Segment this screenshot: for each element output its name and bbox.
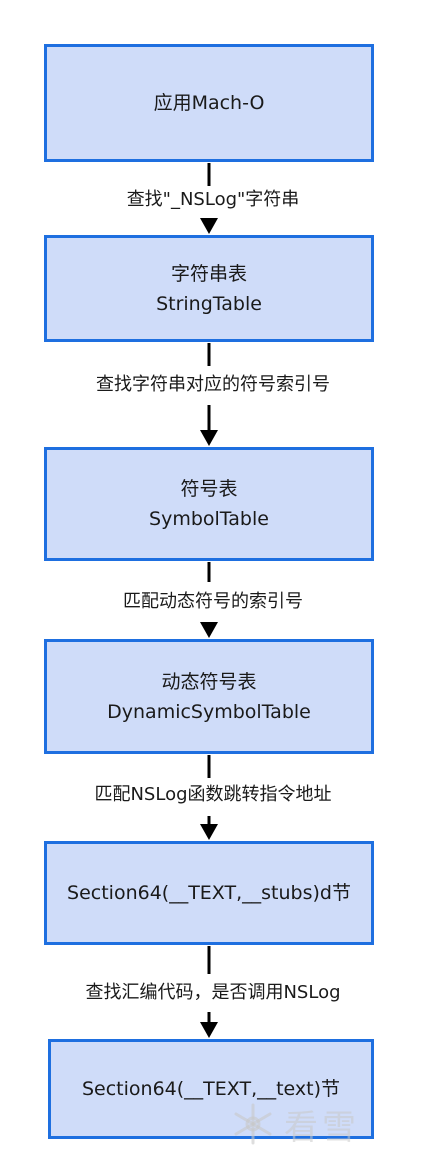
edge-label-3: 匹配动态符号的索引号: [123, 591, 303, 612]
node-label: 应用Mach-O: [153, 92, 265, 114]
edge-label-2: 查找字符串对应的符号索引号: [96, 374, 330, 395]
node-sublabel: SymbolTable: [149, 508, 269, 530]
node-dynamic-symbol-table: 动态符号表 DynamicSymbolTable: [44, 639, 374, 754]
edge-label-1: 查找"_NSLog"字符串: [126, 189, 300, 210]
snowflake-icon: [234, 1103, 272, 1145]
node-section-text: Section64(__TEXT,__text)节: [48, 1039, 374, 1139]
arrow-3: [200, 622, 218, 638]
edge-label-5: 查找汇编代码，是否调用NSLog: [85, 982, 341, 1003]
node-label: 动态符号表: [161, 670, 257, 693]
node-section-stubs: Section64(__TEXT,__stubs)d节: [44, 841, 374, 945]
node-sublabel: DynamicSymbolTable: [107, 700, 311, 723]
edge-label-4: 匹配NSLog函数跳转指令地址: [94, 784, 332, 805]
watermark: 看雪: [230, 1096, 410, 1152]
watermark-text: 看雪: [284, 1107, 360, 1148]
node-app-macho: 应用Mach-O: [44, 44, 374, 162]
node-label: 符号表: [180, 478, 238, 500]
arrow-2: [200, 430, 218, 446]
node-sublabel: StringTable: [156, 292, 262, 315]
node-label: Section64(__TEXT,__stubs)d节: [67, 882, 351, 904]
arrow-4: [200, 824, 218, 840]
node-label: Section64(__TEXT,__text)节: [81, 1078, 341, 1100]
arrow-5: [200, 1022, 218, 1038]
node-string-table: 字符串表 StringTable: [44, 235, 374, 342]
arrow-1: [200, 218, 218, 234]
node-label: 字符串表: [170, 262, 247, 285]
node-symbol-table: 符号表 SymbolTable: [44, 447, 374, 561]
